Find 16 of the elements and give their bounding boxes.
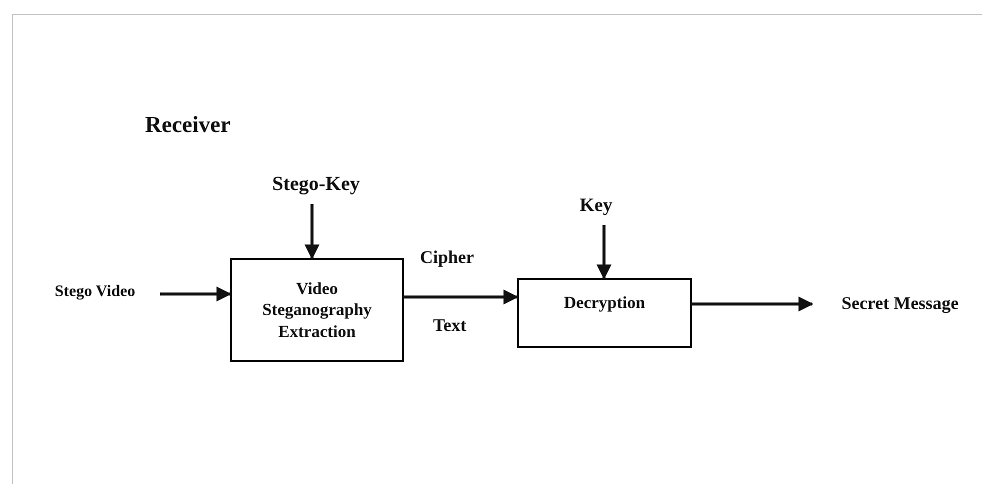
input-label: Stego Video — [40, 280, 150, 304]
output-label: Secret Message — [822, 290, 978, 316]
arrow — [404, 290, 518, 304]
box-text: Decryption — [564, 292, 646, 314]
signal-label: Cipher — [420, 247, 474, 268]
input-label: Key — [572, 193, 620, 219]
process-box — [517, 278, 692, 348]
process-box — [230, 258, 404, 362]
diagram-title: Receiver — [145, 112, 231, 138]
input-label: Stego-Key — [262, 170, 370, 198]
arrow — [692, 296, 814, 312]
signal-label: Text — [433, 315, 466, 336]
arrow — [596, 225, 612, 280]
box-text: Video Steganography Extraction — [261, 278, 373, 342]
arrow — [160, 286, 232, 302]
arrow — [304, 204, 320, 260]
